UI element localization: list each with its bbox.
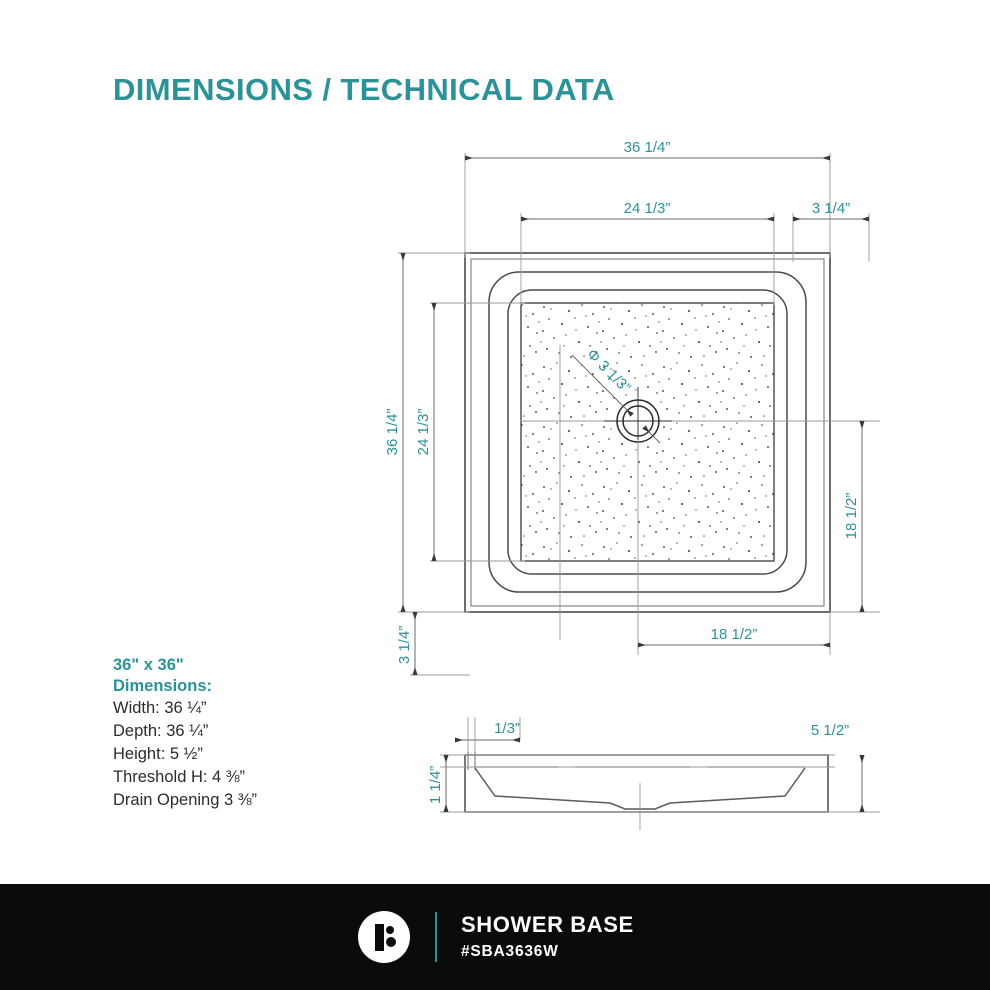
section-extension-lines [440, 717, 880, 813]
footer-bar: SHOWER BASE #SBA3636W [0, 884, 990, 990]
drain-opening [571, 354, 672, 455]
plan-extension-lines [398, 153, 880, 676]
plan-dim-lines-top [465, 155, 869, 222]
product-sku: #SBA3636W [461, 942, 559, 960]
dim-section-overall-height: 5 1/2” [811, 722, 849, 739]
dim-left-offset-bottom: 3 1/4” [396, 626, 413, 664]
dim-section-interior-depth: 1 1/4” [427, 766, 444, 804]
dim-right-drain-offset: 18 1/2” [843, 493, 860, 540]
section-view-geometry [464, 750, 829, 830]
dim-top-inner: 24 1/3” [624, 200, 671, 217]
dim-left-overall: 36 1/4” [384, 409, 401, 456]
page-title: DIMENSIONS / TECHNICAL DATA [113, 72, 615, 107]
dim-left-inner: 24 1/3” [415, 409, 432, 456]
dim-top-offset-right: 3 1/4” [812, 200, 850, 217]
spec-width: Width: 36 ¼” [113, 699, 207, 717]
dim-top-overall: 36 1/4” [624, 139, 671, 156]
technical-drawing: Φ 3 1/3” 3 [384, 139, 880, 830]
footer-divider [435, 912, 437, 962]
logo-dot-bottom-shape [386, 937, 396, 947]
dim-section-lip-width: 1/3” [494, 720, 520, 737]
spec-threshold-height: Threshold H: 4 ⅜” [113, 768, 246, 786]
plan-centerlines [520, 345, 880, 640]
plan-dim-lines-right-bottom [638, 421, 865, 648]
brand-logo-icon [358, 911, 410, 963]
product-name: SHOWER BASE [461, 911, 634, 937]
plan-dim-lines-left [400, 253, 437, 675]
spec-drain-opening: Drain Opening 3 ⅜” [113, 791, 257, 809]
footer-content: SHOWER BASE #SBA3636W [358, 884, 634, 990]
logo-dot-top-shape [386, 926, 394, 934]
spec-size-label: 36" x 36" [113, 656, 184, 674]
section-dim-lines [443, 737, 865, 812]
spec-heading: Dimensions: [113, 677, 213, 695]
logo-bar-shape [375, 924, 384, 951]
footer-text-group: SHOWER BASE #SBA3636W [461, 912, 634, 963]
spec-list: 36" x 36" Dimensions: Width: 36 ¼” Depth… [113, 655, 413, 812]
spec-height: Height: 5 ½” [113, 745, 203, 763]
spec-depth: Depth: 36 ¼” [113, 722, 209, 740]
dim-bottom-drain-offset: 18 1/2” [711, 626, 758, 643]
